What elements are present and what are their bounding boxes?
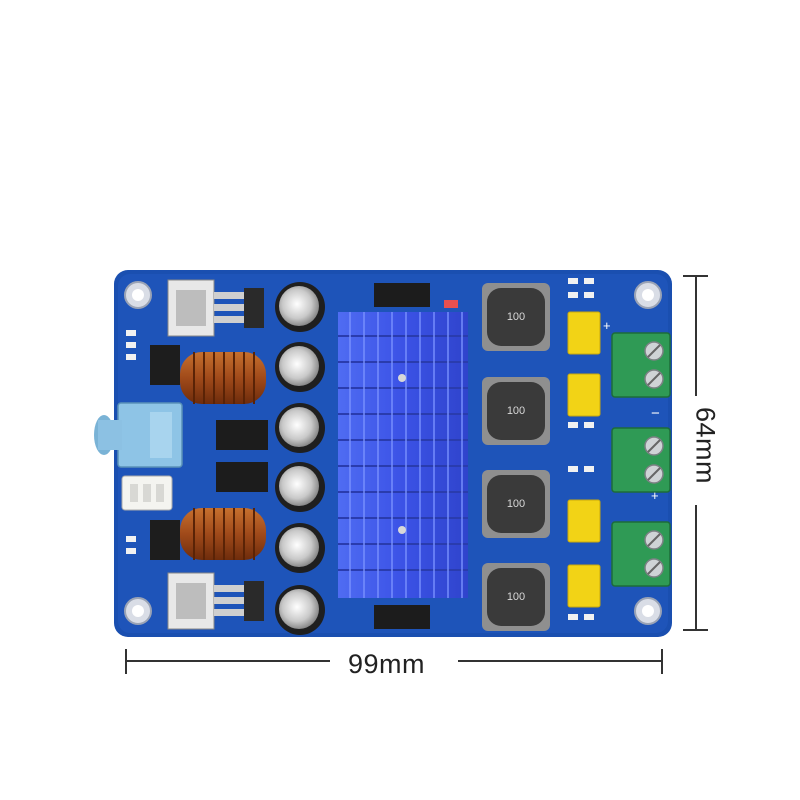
film-capacitors xyxy=(567,311,601,608)
toroid-coil-top xyxy=(180,352,266,404)
diode xyxy=(216,462,268,492)
regulator-bottom xyxy=(167,572,264,630)
led xyxy=(444,300,458,308)
width-label: 99mm xyxy=(348,649,426,679)
diode xyxy=(216,420,268,450)
polarity-plus-top: + xyxy=(603,318,611,333)
power-inductor-2: 100 xyxy=(482,377,550,445)
mounting-holes xyxy=(124,281,662,625)
screw-terminal-3 xyxy=(611,521,671,587)
height-label: 64mm xyxy=(690,406,721,484)
polarity-plus-bottom: + xyxy=(651,488,659,503)
ic-chip xyxy=(150,520,180,560)
power-inductor-1: 100 xyxy=(482,283,550,351)
audio-jack xyxy=(94,402,183,468)
screw-terminal-2 xyxy=(611,427,671,493)
diode xyxy=(374,283,430,307)
smd-resistors-left xyxy=(126,330,136,554)
screw-terminal-1 xyxy=(611,332,671,398)
polarity-minus: − xyxy=(651,405,660,422)
toroid-coil-bottom xyxy=(180,508,266,560)
power-inductor-3: 100 xyxy=(482,470,550,538)
inductor-label: 100 xyxy=(507,591,525,603)
power-inductor-4: 100 xyxy=(482,563,550,631)
inductor-label: 100 xyxy=(507,405,525,417)
inductor-label: 100 xyxy=(507,498,525,510)
regulator-top xyxy=(167,279,264,337)
height-dimension-line xyxy=(683,275,708,631)
inductor-label: 100 xyxy=(507,311,525,323)
power-connector-white xyxy=(121,475,173,511)
ic-chip xyxy=(150,345,180,385)
heatsink xyxy=(338,312,468,598)
smd-parts-right xyxy=(568,278,594,620)
width-dimension-line xyxy=(125,649,663,674)
electrolytic-capacitors xyxy=(275,282,325,635)
diode xyxy=(374,605,430,629)
